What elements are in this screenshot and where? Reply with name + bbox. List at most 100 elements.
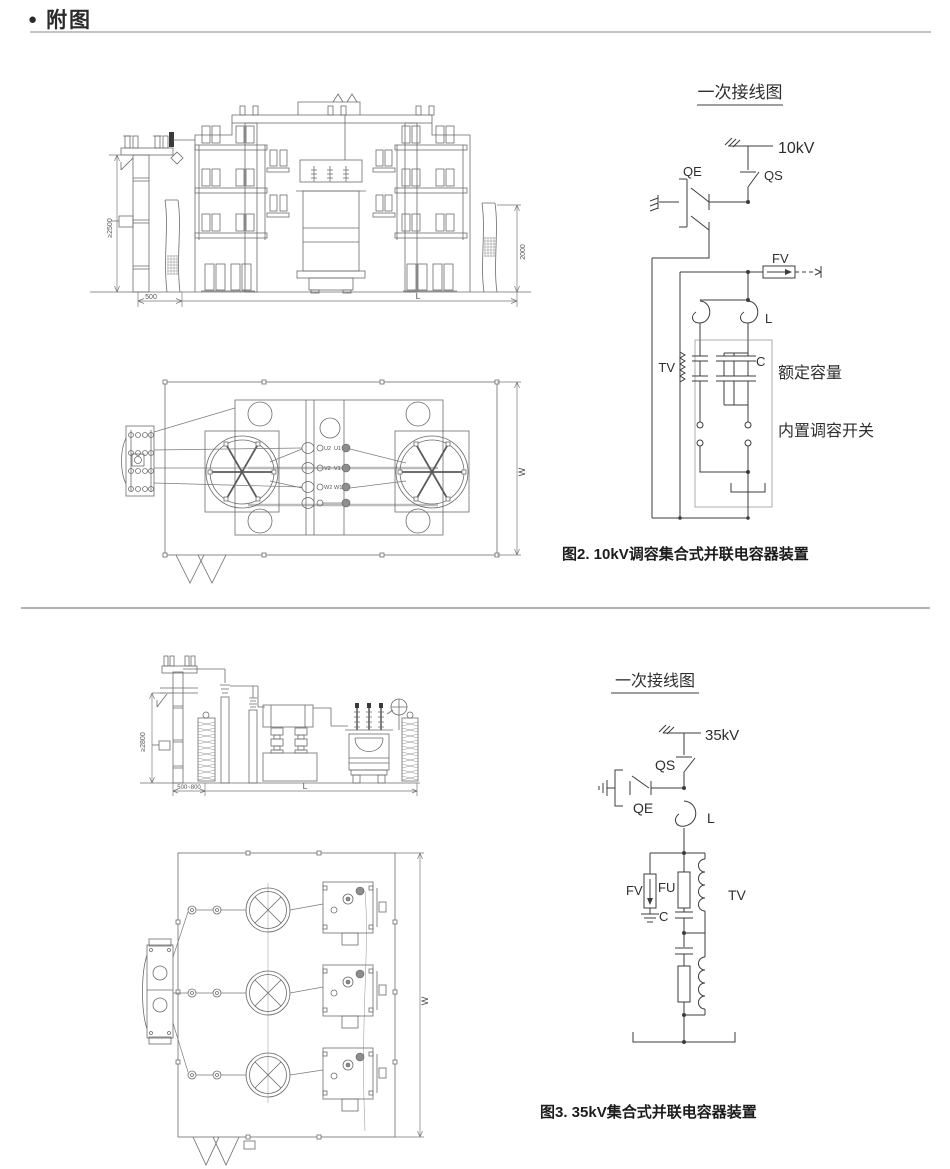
reactors-l: L (692, 272, 772, 340)
fig3-side-elevation-drawing: ≥2800 (140, 655, 420, 796)
right-assemblies (289, 881, 387, 1132)
svg-text:C: C (659, 909, 668, 924)
left-wires-and-rings (172, 905, 246, 1080)
fig2-plan-view-drawing: W U2 U1 V2 V1 W2 W1 (121, 379, 527, 584)
left-fence-panel (164, 199, 181, 293)
svg-text:FV: FV (772, 251, 789, 266)
dim-2000-label: 2000 (520, 244, 527, 260)
dimension-bottom: 500~800 L (172, 781, 418, 796)
svg-text:FU: FU (658, 880, 675, 895)
incoming-line: 10kV (724, 137, 815, 170)
schematic-title: 一次接线图 (697, 83, 783, 106)
svg-text:QS: QS (764, 168, 783, 183)
dim-500-label: 500 (145, 294, 157, 301)
transformer (345, 698, 408, 784)
arrester-fv: FV (679, 251, 822, 518)
terminal-label-u2: U2 (324, 446, 331, 452)
right-capacitor-rack (372, 125, 468, 292)
dim-2800-label: ≥2800 (140, 732, 147, 752)
terminal-rows: U2 U1 V2 V1 W2 W1 (301, 442, 351, 509)
disconnector-qs: QS (655, 756, 696, 790)
lower-branch (675, 931, 706, 1017)
svg-text:QS: QS (655, 757, 675, 773)
voltage-label: 10kV (778, 140, 815, 157)
transformer-tank (296, 159, 366, 294)
dim-length-label: L (416, 291, 421, 301)
left-bushing-assembly (121, 425, 155, 497)
svg-text:L: L (765, 311, 772, 326)
pole (152, 655, 198, 784)
terminal-label-u1: U1 (334, 446, 341, 452)
earthing-switch-qe: QE (598, 769, 684, 816)
connection-wires (153, 407, 407, 504)
terminal-label-w1: W1 (334, 485, 342, 491)
fig2-caption: 图2. 10kV调容集合式并联电容器装置 (562, 546, 809, 563)
svg-text:FV: FV (626, 883, 643, 898)
fig3-caption: 图3. 35kV集合式并联电容器装置 (540, 1104, 757, 1121)
svg-text:一次接线图: 一次接线图 (698, 83, 783, 102)
bottom-tick-box (243, 1140, 256, 1150)
fig2-front-elevation-drawing: ≥2500 (90, 93, 531, 307)
inner-frame (234, 399, 444, 536)
left-bushing-box (142, 938, 174, 1045)
terminal-label-w2: W2 (324, 485, 332, 491)
dimension-fence-height: 2000 (497, 204, 527, 293)
incoming-line: 35kV (658, 724, 739, 755)
fig3-plan-view-drawing: W (142, 850, 430, 1166)
bottom-chevrons (175, 554, 227, 584)
svg-text:TV: TV (728, 887, 747, 903)
svg-text:QE: QE (633, 800, 653, 816)
disconnector-qs: QS (740, 168, 783, 204)
gantry-structure (194, 93, 471, 293)
fig3-oneline-schematic: 一次接线图 35kV QS QE L FV FU TV C (598, 672, 747, 1044)
svg-text:L: L (707, 810, 715, 826)
svg-text:一次接线图: 一次接线图 (615, 672, 695, 690)
builtin-switch-label: 内置调容开关 (778, 422, 874, 440)
dim-width-label: W (517, 467, 527, 476)
dimension-bottom: 500 L (137, 291, 518, 307)
page-header: ● 附图 (28, 4, 92, 34)
right-fan (394, 430, 470, 513)
dim-width-label: W (420, 996, 430, 1005)
capacity-switch-contacts (696, 421, 766, 518)
header-rule (30, 31, 931, 33)
pole (111, 132, 195, 293)
bullet-icon: ● (28, 10, 38, 28)
capacitor-c: C (659, 908, 693, 933)
reactor-l: L (674, 800, 715, 853)
bottom-chevrons (192, 1136, 240, 1166)
voltage-label: 35kV (705, 727, 739, 744)
left-fan (204, 430, 280, 513)
earthing-switch-qe: QE (649, 164, 748, 518)
capacitor-bank: C (692, 340, 765, 422)
plan-outline (177, 852, 396, 1138)
section-divider (21, 607, 930, 609)
capacitor-cabinet-box (694, 339, 773, 508)
terminal-label-v1: V1 (334, 466, 341, 472)
reactor-on-ped (262, 704, 348, 782)
voltage-transformer-tv: TV (658, 351, 686, 383)
svg-text:C: C (756, 354, 765, 369)
svg-text:QE: QE (683, 164, 702, 179)
arrester-fv: FV (626, 853, 659, 923)
dimension-height: ≥2500 (107, 154, 133, 293)
insulator-posts (183, 668, 265, 784)
junction-top (650, 851, 705, 855)
right-fence-panel (481, 202, 498, 293)
dimension-width: W (497, 381, 527, 556)
right-mesh-fence (401, 711, 419, 782)
dimension-height: ≥2800 (140, 692, 173, 784)
left-capacitor-rack (194, 125, 290, 292)
dim-offset-label: 500~800 (177, 785, 201, 791)
schematic-title: 一次接线图 (611, 672, 699, 694)
dimension-width: W (395, 852, 430, 1138)
page-title: 附图 (46, 9, 93, 32)
rated-capacity-label: 额定容量 (778, 364, 842, 382)
dim-2500-label: ≥2500 (107, 218, 114, 238)
bottom-ground-bar (632, 1015, 736, 1044)
left-mesh-fence (197, 711, 216, 782)
edge-ticks (175, 850, 398, 1140)
svg-text:TV: TV (658, 360, 675, 375)
fuse-fu: FU (658, 853, 691, 909)
plan-outline (164, 381, 498, 556)
